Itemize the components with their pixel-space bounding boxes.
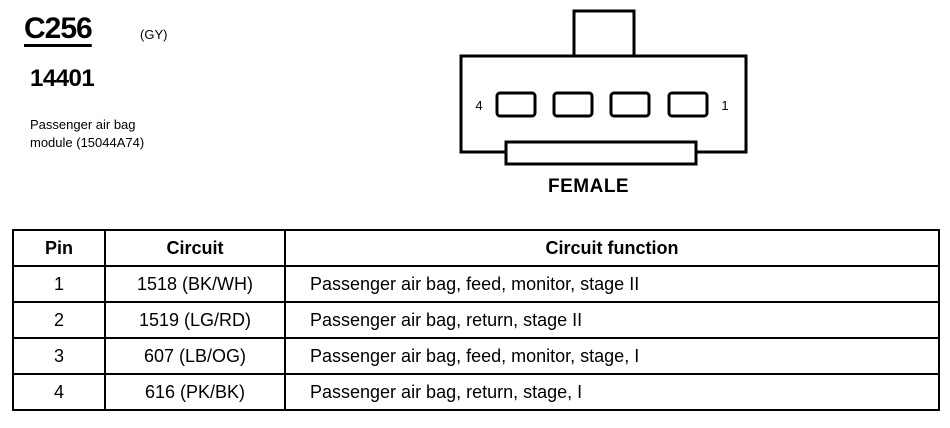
connector-latch [572, 9, 636, 59]
pin-label-left: 4 [475, 98, 482, 113]
table-row: 3 607 (LB/OG) Passenger air bag, feed, m… [12, 337, 940, 375]
pin-label-right: 1 [721, 98, 728, 113]
pin-cell: 3 [12, 337, 106, 375]
header-pin: Pin [12, 229, 106, 267]
circuit-cell: 1518 (BK/WH) [104, 265, 286, 303]
function-cell: Passenger air bag, feed, monitor, stage … [284, 265, 940, 303]
connector-id: C256 [24, 12, 93, 45]
pin-cavity-2 [609, 91, 651, 118]
connector-view-label: FEMALE [548, 176, 630, 197]
pin-cell: 1 [12, 265, 106, 303]
function-cell: Passenger air bag, return, stage, I [284, 373, 940, 411]
part-number: 14401 [30, 65, 95, 92]
connector-face-diagram: 4 1 [459, 9, 748, 166]
circuit-cell: 1519 (LG/RD) [104, 301, 286, 339]
function-cell: Passenger air bag, feed, monitor, stage,… [284, 337, 940, 375]
function-cell: Passenger air bag, return, stage II [284, 301, 940, 339]
connector-color-code: (GY) [140, 27, 168, 42]
pin-cell: 4 [12, 373, 106, 411]
connector-keyway [504, 140, 698, 166]
circuit-cell: 616 (PK/BK) [104, 373, 286, 411]
header-circuit: Circuit [104, 229, 286, 267]
table-header-row: Pin Circuit Circuit function [12, 229, 940, 267]
table-row: 1 1518 (BK/WH) Passenger air bag, feed, … [12, 265, 940, 303]
table-row: 2 1519 (LG/RD) Passenger air bag, return… [12, 301, 940, 339]
pin-cavity-3 [552, 91, 594, 118]
pin-cavity-4 [495, 91, 537, 118]
pinout-table: Pin Circuit Circuit function 1 1518 (BK/… [12, 229, 940, 411]
header-circuit-function: Circuit function [284, 229, 940, 267]
circuit-cell: 607 (LB/OG) [104, 337, 286, 375]
pin-cell: 2 [12, 301, 106, 339]
pin-cavity-1 [667, 91, 709, 118]
table-row: 4 616 (PK/BK) Passenger air bag, return,… [12, 373, 940, 411]
component-description: Passenger air bag module (15044A74) [30, 117, 145, 150]
